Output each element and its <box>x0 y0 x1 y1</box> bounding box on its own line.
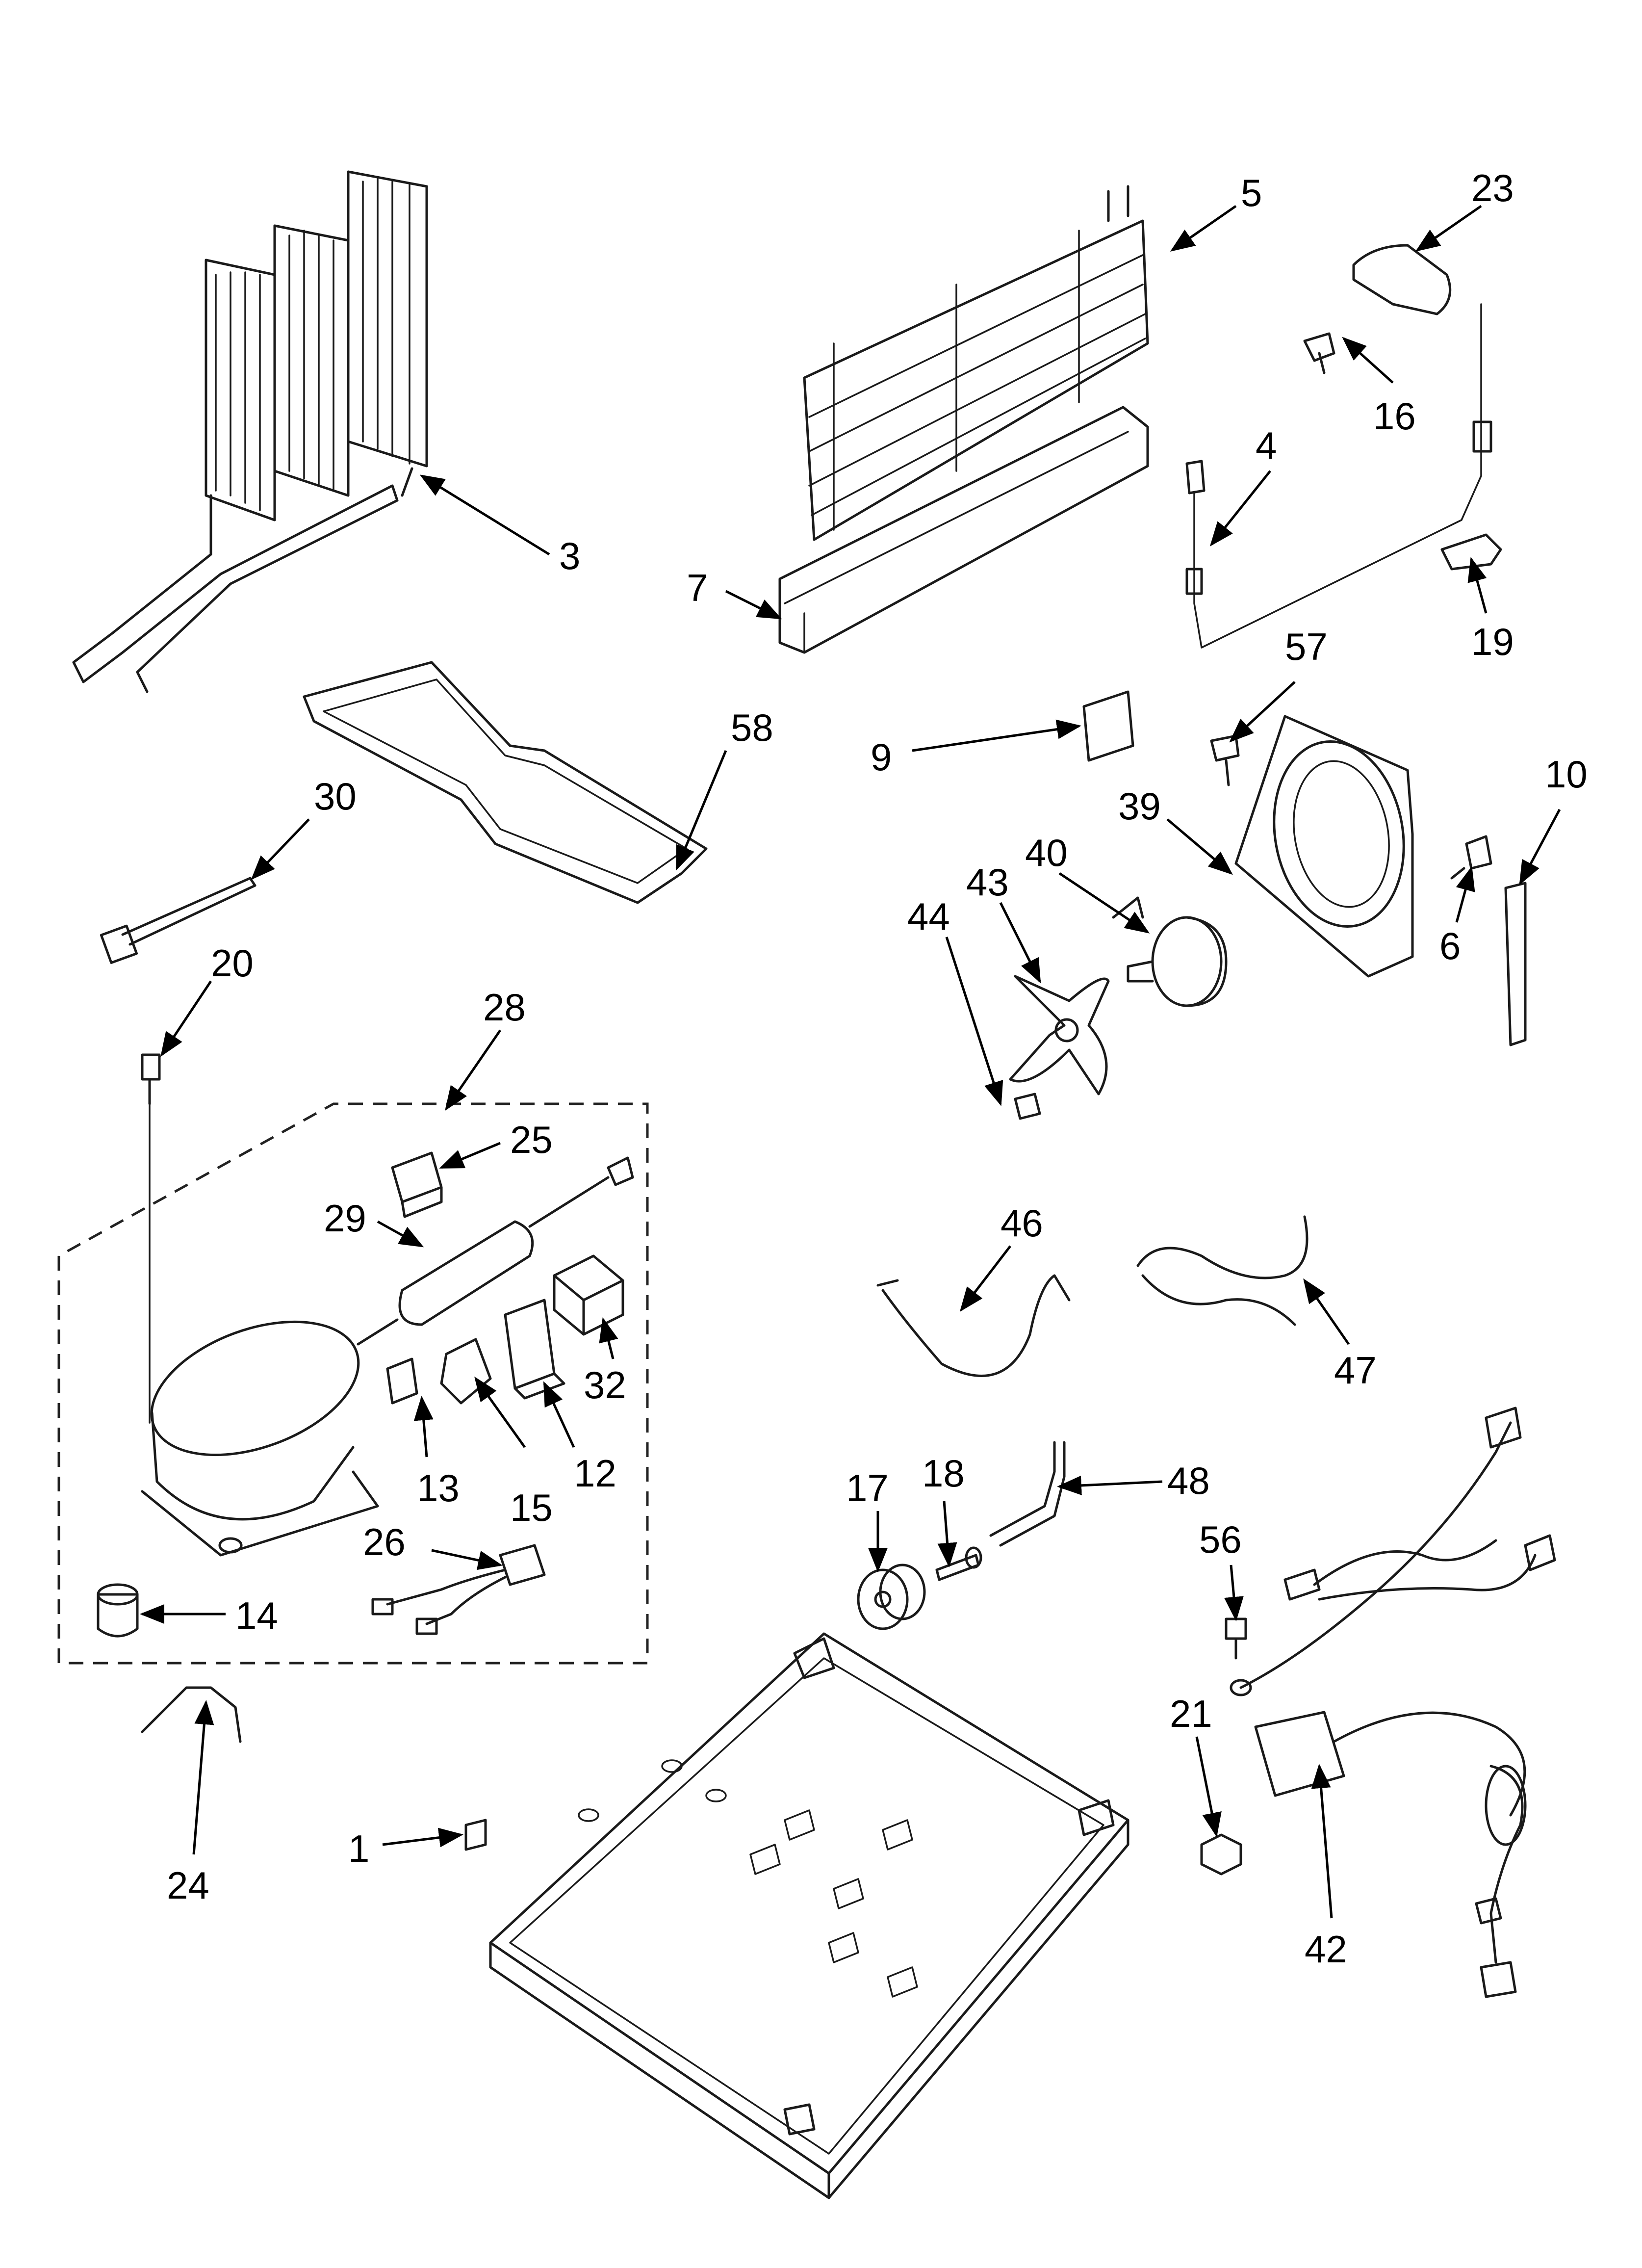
overload-part-12[interactable] <box>504 1299 565 1400</box>
label-57: 57 <box>1285 625 1328 668</box>
label-3: 3 <box>559 534 580 577</box>
label-32: 32 <box>584 1363 626 1407</box>
drain-pan-part[interactable] <box>303 661 708 904</box>
tape-strip-part[interactable] <box>1504 882 1527 1046</box>
washer-part[interactable] <box>1230 1679 1252 1696</box>
label-46: 46 <box>1001 1201 1043 1245</box>
label-15: 15 <box>510 1486 553 1529</box>
label-40: 40 <box>1025 831 1068 874</box>
label-5: 5 <box>1241 171 1262 214</box>
cable-tie-part[interactable] <box>100 877 257 964</box>
label-19: 19 <box>1471 620 1514 663</box>
clip-part-19[interactable] <box>1440 533 1502 571</box>
label-25: 25 <box>510 1118 553 1161</box>
clip-part-24[interactable] <box>141 1686 242 1743</box>
fan-motor-part[interactable] <box>1112 896 1228 1007</box>
drain-trough-part[interactable] <box>778 406 1149 654</box>
start-device-part-15[interactable] <box>440 1338 492 1405</box>
leader-lines <box>140 205 1561 1919</box>
screw-part-20[interactable] <box>141 1053 161 1424</box>
compressor-harness-part[interactable] <box>371 1544 546 1635</box>
label-10: 10 <box>1545 753 1588 796</box>
label-30: 30 <box>314 775 357 818</box>
axle-part[interactable] <box>935 1546 982 1581</box>
callout-labels: 3 5 23 16 4 7 19 57 9 58 10 39 6 40 43 4… <box>167 166 1588 1971</box>
label-14: 14 <box>235 1594 278 1637</box>
label-44: 44 <box>907 895 950 938</box>
clip-part-13[interactable] <box>386 1357 418 1405</box>
label-39: 39 <box>1118 784 1161 828</box>
label-18: 18 <box>922 1452 965 1495</box>
label-56: 56 <box>1199 1518 1242 1561</box>
label-20: 20 <box>211 941 254 985</box>
tube-part-47[interactable] <box>1136 1215 1308 1326</box>
nut-part-21[interactable] <box>1200 1833 1242 1876</box>
filter-dryer-part[interactable] <box>357 1156 634 1346</box>
label-7: 7 <box>687 566 708 609</box>
label-16: 16 <box>1373 394 1416 438</box>
label-21: 21 <box>1170 1692 1212 1735</box>
screw-part-57[interactable] <box>1210 734 1240 786</box>
label-13: 13 <box>417 1466 460 1510</box>
tube-part-48[interactable] <box>989 1441 1066 1547</box>
label-47: 47 <box>1334 1349 1377 1392</box>
label-42: 42 <box>1305 1928 1347 1971</box>
fan-blade-part[interactable] <box>1009 975 1110 1095</box>
label-17: 17 <box>846 1466 889 1510</box>
compressor-part[interactable] <box>133 1296 379 1557</box>
relay-part-32[interactable] <box>553 1254 624 1336</box>
label-1: 1 <box>348 1827 369 1870</box>
cover-cap-part[interactable] <box>1352 244 1452 315</box>
label-4: 4 <box>1256 424 1277 467</box>
tube-part-46[interactable] <box>876 1274 1071 1377</box>
base-frame-part[interactable] <box>464 1632 1129 2199</box>
label-9: 9 <box>871 735 892 779</box>
label-29: 29 <box>324 1197 366 1240</box>
grommet-part[interactable] <box>97 1583 139 1638</box>
condenser-coil-part[interactable] <box>72 170 428 693</box>
screw-part-16[interactable] <box>1303 332 1335 374</box>
fan-nut-part[interactable] <box>1014 1093 1041 1120</box>
defrost-sensor-part[interactable] <box>1185 303 1492 649</box>
label-28: 28 <box>483 986 526 1029</box>
main-wire-harness-part[interactable] <box>1239 1407 1556 1998</box>
fan-shroud-part[interactable] <box>1234 715 1418 978</box>
bracket-part-9[interactable] <box>1082 690 1134 762</box>
terminal-part-25[interactable] <box>391 1151 443 1218</box>
label-48: 48 <box>1167 1459 1210 1502</box>
label-23: 23 <box>1471 166 1514 209</box>
label-58: 58 <box>731 706 773 749</box>
compressor-kit-outline <box>57 1102 649 1665</box>
label-43: 43 <box>966 860 1009 904</box>
label-26: 26 <box>363 1520 406 1564</box>
label-24: 24 <box>167 1864 209 1907</box>
evaporator-part[interactable] <box>803 185 1149 541</box>
label-6: 6 <box>1439 924 1461 967</box>
screw-part-56[interactable] <box>1225 1617 1247 1660</box>
roller-part[interactable] <box>857 1564 926 1630</box>
label-12: 12 <box>574 1452 616 1495</box>
